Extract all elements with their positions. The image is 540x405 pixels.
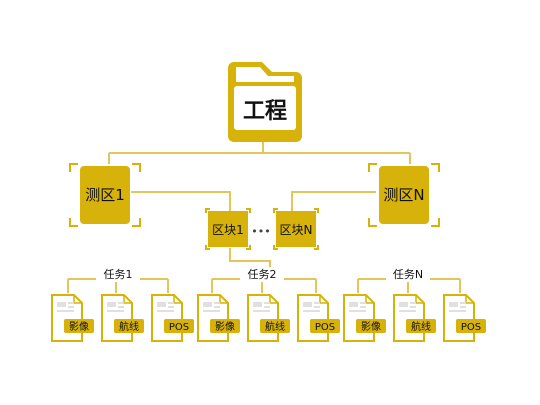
survey-area-node-n: 测区N bbox=[368, 163, 440, 227]
block-label-1: 区块1 bbox=[212, 223, 244, 237]
task-group-1: 任务1 影像 航线 bbox=[51, 267, 194, 342]
file-label-image: 影像 bbox=[215, 321, 235, 333]
document-icon-pos bbox=[151, 294, 194, 342]
file-label-pos: POS bbox=[461, 322, 481, 333]
document-icon-pos bbox=[297, 294, 340, 342]
file-label-image: 影像 bbox=[361, 321, 381, 333]
document-icon-pos bbox=[443, 294, 486, 342]
document-icon-route bbox=[101, 294, 144, 342]
file-label-pos: POS bbox=[315, 322, 335, 333]
document-icon-image bbox=[197, 294, 240, 342]
file-label-route: 航线 bbox=[119, 320, 139, 333]
document-icon-image bbox=[51, 294, 94, 342]
block-ellipsis: ••• bbox=[251, 225, 270, 238]
task-group-n: 任务N 影像 航线 bbox=[343, 267, 486, 342]
file-label-image: 影像 bbox=[69, 321, 89, 333]
document-icon-image bbox=[343, 294, 386, 342]
block-node-n: 区块N bbox=[273, 208, 319, 250]
survey-area-node-1: 测区1 bbox=[69, 163, 141, 227]
file-label-route: 航线 bbox=[265, 320, 285, 333]
document-icon-route bbox=[247, 294, 290, 342]
block-node-1: 区块1 bbox=[205, 208, 251, 250]
project-node: 工程 bbox=[228, 62, 302, 142]
task-group-2: 任务2 影像 航线 bbox=[197, 267, 340, 342]
block-label-n: 区块N bbox=[280, 223, 313, 237]
file-label-pos: POS bbox=[169, 322, 189, 333]
project-label: 工程 bbox=[243, 99, 287, 124]
survey-area-label-1: 测区1 bbox=[85, 186, 125, 204]
survey-area-label-n: 测区N bbox=[383, 186, 424, 204]
task-label-1: 任务1 bbox=[104, 268, 133, 281]
folder-icon bbox=[228, 62, 302, 142]
task-label-2: 任务2 bbox=[248, 268, 277, 281]
document-icon-route bbox=[393, 294, 436, 342]
task-label-n: 任务N bbox=[393, 268, 423, 281]
file-label-route: 航线 bbox=[411, 320, 431, 333]
